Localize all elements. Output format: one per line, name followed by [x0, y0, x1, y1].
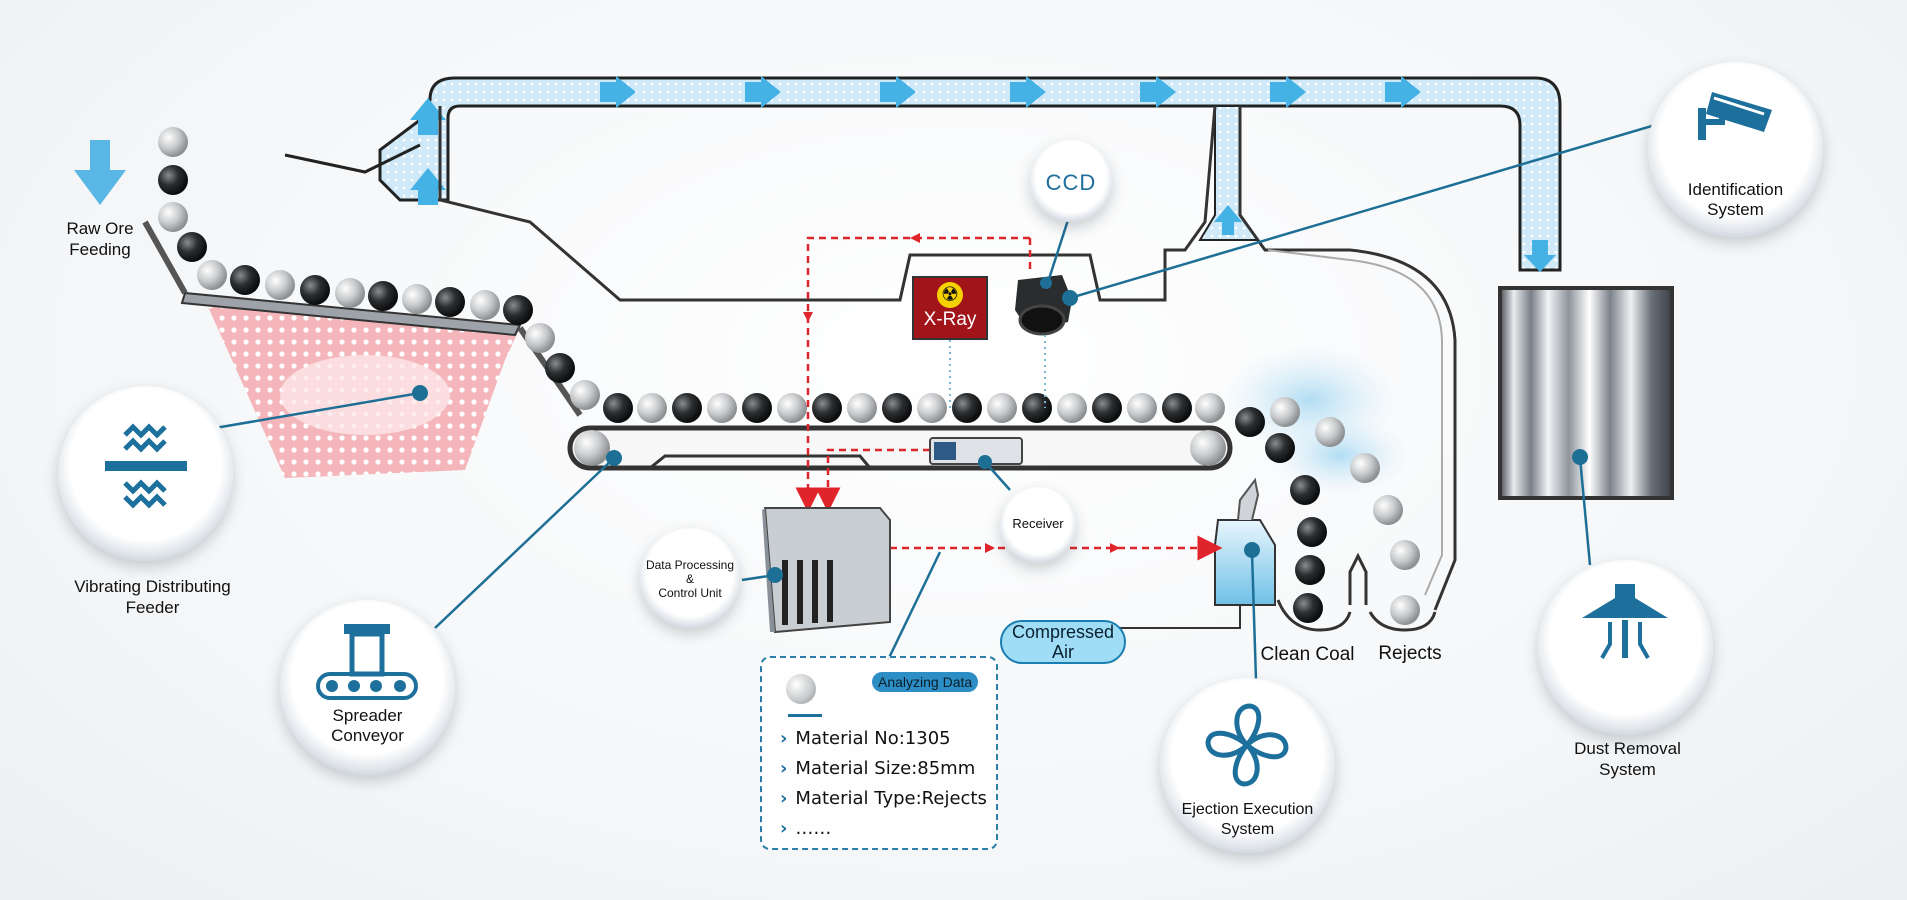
dust-removal-label: Dust Removal System: [1574, 739, 1681, 779]
compressed-air-pill: Compressed Air: [1000, 620, 1126, 664]
data-processing-label: Data Processing & Control Unit: [645, 558, 735, 600]
material-size-row: ›Material Size:85mm: [780, 758, 976, 779]
material-no-text: Material No:1305: [795, 728, 951, 749]
ccd-camera: [1015, 275, 1072, 336]
spreader-conveyor-node[interactable]: Spreader Conveyor: [280, 600, 455, 775]
spreader-conveyor-belt: [567, 425, 1233, 471]
dust-hood-icon: [1580, 580, 1670, 670]
xray-beam-lines: [949, 335, 1046, 408]
ore-stream: [158, 127, 1420, 625]
vibration-waves-icon: [103, 421, 189, 511]
vibrating-feeder-node[interactable]: [58, 386, 233, 561]
air-duct: [284, 76, 1562, 272]
material-size-text: Material Size:85mm: [795, 758, 976, 779]
material-no-row: ›Material No:1305: [780, 728, 951, 749]
receiver-node[interactable]: Receiver: [1000, 487, 1076, 563]
receiver-device: [929, 437, 1023, 465]
dust-removal-node[interactable]: [1538, 560, 1713, 735]
rejects-label: Rejects: [1378, 643, 1442, 664]
spreader-conveyor-label: Spreader Conveyor: [331, 706, 404, 745]
sample-ore-ball: [786, 674, 816, 704]
output-bins: [1276, 552, 1437, 632]
xray-source: ☢ X-Ray: [912, 276, 988, 340]
raw-ore-feeding-label: Raw Ore Feeding: [66, 219, 134, 259]
more-text: ……: [795, 818, 832, 839]
ejection-system-label: Ejection Execution System: [1181, 801, 1314, 838]
down-arrow-icon: [74, 140, 126, 205]
analyzing-data-tag: Analyzing Data: [872, 672, 979, 692]
clean-coal-label: Clean Coal: [1260, 644, 1355, 665]
dust-removal-unit: [1498, 286, 1674, 500]
signal-arrowheads: [803, 233, 1120, 553]
analysis-data-panel: Analyzing Data ›Material No:1305 ›Materi…: [760, 656, 998, 850]
server-rack: [762, 507, 891, 634]
callout-connectors: [214, 123, 1656, 681]
ccd-label: CCD: [1045, 170, 1097, 195]
vibrating-feeder-label: Vibrating Distributing Feeder: [74, 577, 231, 617]
conveyor-icon: [314, 622, 420, 702]
material-type-row: ›Material Type:Rejects: [780, 788, 987, 809]
identification-system-label: Identification System: [1687, 180, 1784, 219]
connector-dots: [412, 277, 1588, 583]
ccd-node: CCD: [1030, 140, 1112, 222]
fan-icon: [1202, 700, 1292, 790]
material-type-text: Material Type:Rejects: [795, 788, 987, 809]
identification-system-node[interactable]: Identification System: [1648, 62, 1823, 237]
data-processing-node[interactable]: Data Processing & Control Unit: [640, 528, 740, 628]
vibrating-feeder-hopper: [142, 220, 583, 478]
panel-divider: [788, 714, 822, 717]
receiver-label: Receiver: [1012, 516, 1064, 531]
more-row: ›……: [780, 818, 832, 839]
xray-label: X-Ray: [923, 309, 977, 330]
airflow-arrows: [410, 76, 1556, 272]
ejection-system-node[interactable]: Ejection Execution System: [1160, 678, 1335, 853]
radiation-icon: ☢: [937, 282, 963, 308]
security-camera-icon: [1692, 88, 1776, 148]
chamber-housing: [438, 105, 1457, 611]
